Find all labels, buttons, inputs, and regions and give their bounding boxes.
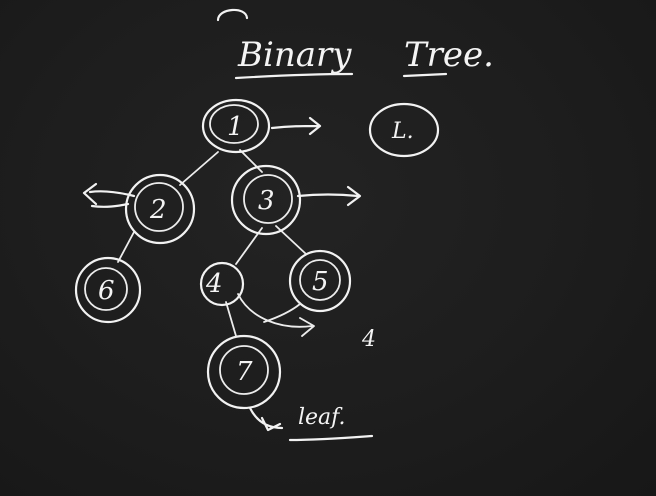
- node-6-label: 6: [98, 276, 115, 306]
- leaf-label: leaf.: [298, 405, 346, 430]
- tree-node-1: 1: [201, 98, 271, 154]
- title-tree: Tree.: [404, 35, 494, 75]
- arrow-left-node-2: [82, 182, 136, 208]
- node-7-label: 7: [236, 357, 253, 387]
- edge-2-6: [117, 231, 135, 263]
- curve-arrow-node-4: [237, 293, 315, 337]
- edge-1-2: [179, 151, 219, 186]
- stroke-from-node-5: [263, 303, 301, 323]
- edge-4-7: [225, 301, 237, 337]
- tree-node-7: 7: [206, 334, 282, 410]
- arrow-right-node-1: [270, 116, 322, 136]
- count-label: 4: [361, 327, 376, 352]
- title-underline-tree: [402, 72, 448, 78]
- edge-1-3: [239, 149, 263, 173]
- title-hook-mark: [216, 8, 249, 22]
- leaf-underline: [288, 434, 374, 442]
- arrow-to-leaf: [248, 406, 284, 432]
- node-2-label: 2: [149, 195, 167, 225]
- title-binary: Binary: [237, 35, 352, 75]
- tree-node-2: 2: [124, 173, 196, 245]
- side-circle-l: L.: [368, 102, 440, 158]
- arrow-right-node-3: [296, 185, 362, 207]
- node-1-label: 1: [227, 112, 244, 142]
- node-5-label: 5: [312, 267, 329, 297]
- tree-node-6: 6: [74, 256, 142, 324]
- title-underline-binary: [234, 72, 354, 80]
- tree-node-3: 3: [230, 164, 302, 236]
- node-3-label: 3: [258, 186, 275, 216]
- tree-node-4: 4: [199, 261, 245, 307]
- tree-node-5: 5: [288, 249, 352, 313]
- node-4-label: 4: [205, 269, 223, 299]
- side-circle-label: L.: [391, 119, 414, 144]
